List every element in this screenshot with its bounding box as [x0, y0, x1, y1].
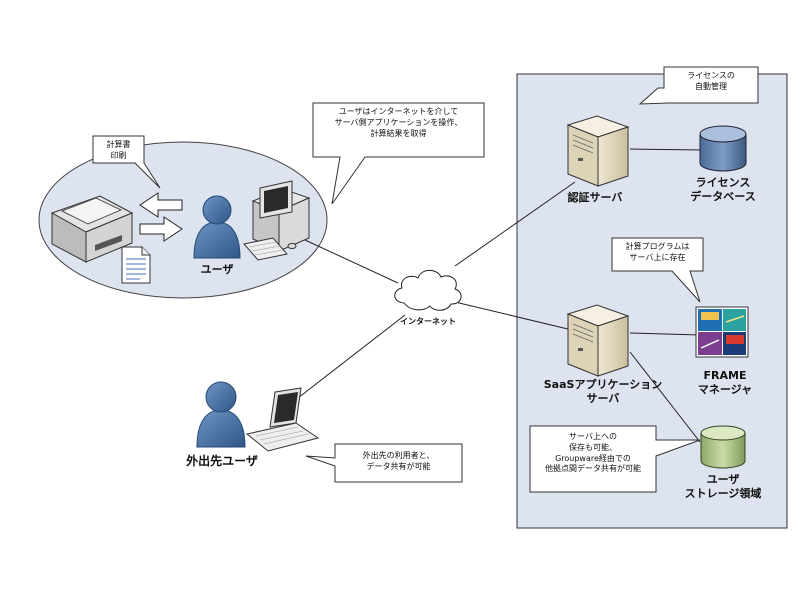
license-database-icon [699, 125, 747, 172]
callout-storage-box [529, 425, 701, 493]
saas-server-label: SaaSアプリケーション サーバ [543, 378, 663, 405]
arrow-right-icon [139, 216, 183, 242]
laptop-icon [245, 387, 320, 452]
user-storage-label: ユーザ ストレージ領域 [684, 473, 762, 500]
callout-internet-box [312, 102, 485, 205]
connection-lines [297, 148, 705, 443]
internet-cloud-icon [394, 269, 462, 311]
saas-server-icon [566, 304, 630, 377]
frame-manager-label: FRAME マネージャ [697, 369, 753, 396]
remote-user-person-icon [196, 381, 246, 448]
callout-license-box [638, 66, 759, 105]
user-person-icon [193, 195, 241, 259]
callout-program-box [611, 237, 704, 303]
user-storage-database-icon [700, 425, 746, 469]
callout-remote-text: 外出先の利用者と、 データ共有が可能 [362, 451, 435, 471]
internet-label: インターネット [400, 317, 456, 326]
auth-server-label: 認証サーバ [567, 191, 623, 204]
arrow-left-icon [139, 192, 183, 218]
user-site-ellipse [38, 141, 328, 299]
user-label: ユーザ [200, 263, 234, 276]
remote-user-label: 外出先ユーザ [186, 454, 258, 468]
callout-print-text: 計算書 印刷 [106, 140, 131, 160]
printer-icon [50, 195, 134, 263]
callout-remote-box [305, 443, 463, 483]
frame-manager-app-icon [695, 306, 749, 358]
callout-storage-text: サーバ上への 保存も可能、 Groupware経由での 他拠点間データ共有が可能 [545, 432, 641, 474]
pc-icon [243, 180, 311, 261]
document-icon [121, 246, 151, 284]
license-db-label: ライセンス データベース [690, 176, 756, 203]
callout-print-box [92, 135, 161, 189]
callout-internet-text: ユーザはインターネットを介して サーバ側アプリケーションを操作、 計算結果を取得 [334, 107, 463, 138]
auth-server-icon [566, 115, 630, 187]
callout-program-text: 計算プログラムは サーバ上に存在 [625, 242, 690, 262]
callout-license-text: ライセンスの 自動管理 [687, 71, 735, 91]
